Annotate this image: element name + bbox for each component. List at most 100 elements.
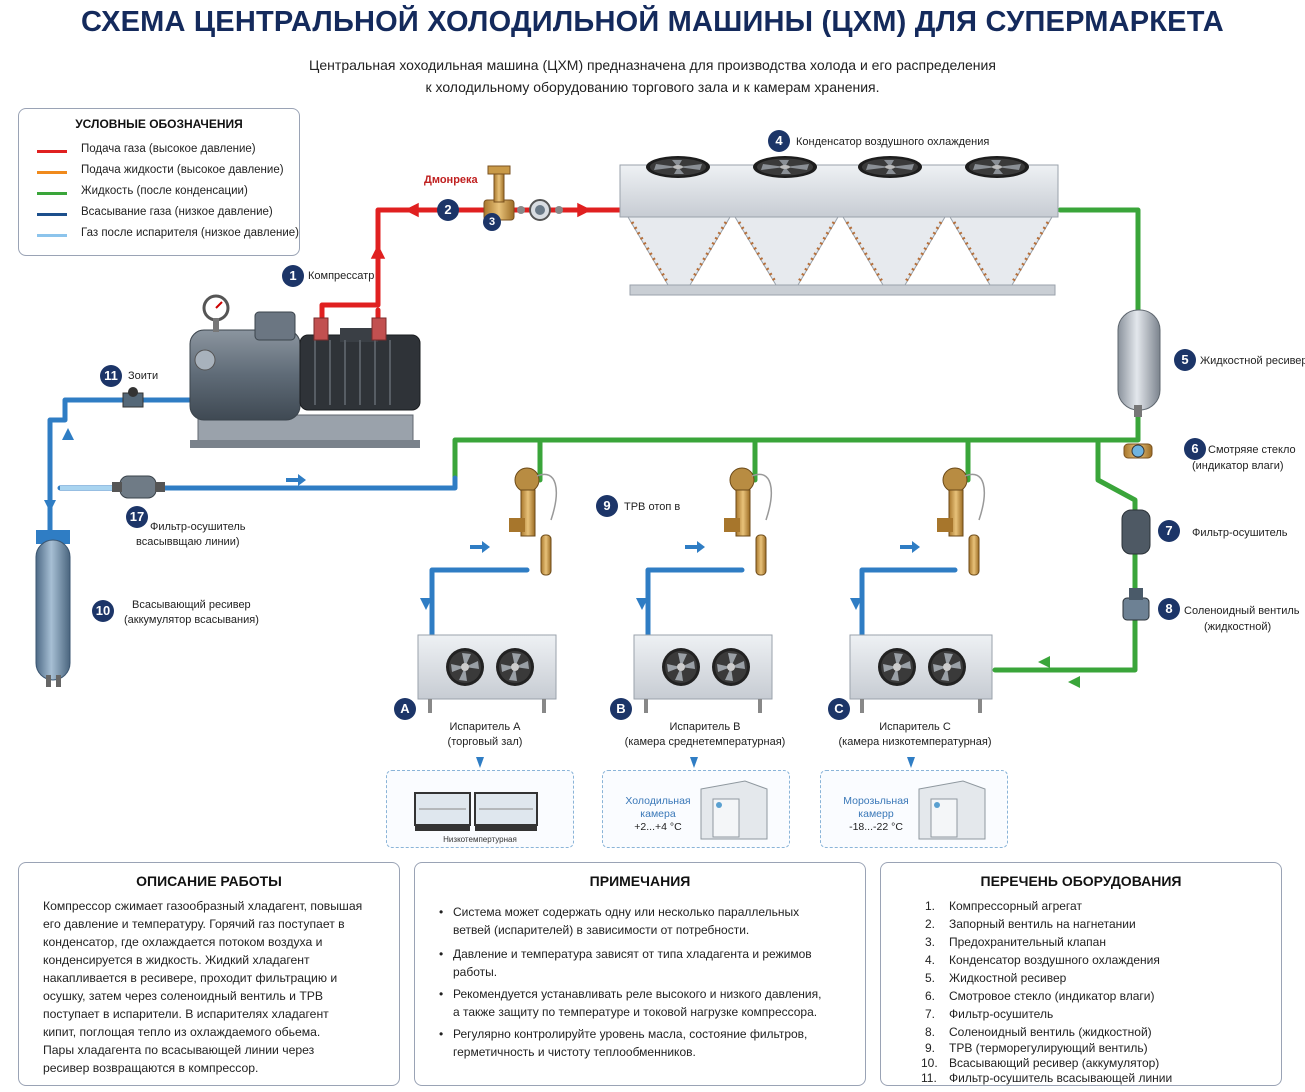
equipment-num: 8. — [925, 1025, 936, 1039]
callout-9-badge: 9 — [596, 495, 618, 517]
sales-floor-display: Низкотемпертурная — [386, 770, 574, 848]
description-line: поступает в испарители. В испарителях хл… — [43, 1007, 329, 1021]
subtitle-line-2: к холодильному оборудованию торгового за… — [425, 79, 880, 95]
cold-room-icon — [700, 780, 768, 840]
equipment-item: Смотровое стекло (индикатор влаги) — [949, 989, 1155, 1003]
equipment-num: 11. — [921, 1071, 937, 1085]
equipment-item: Фильтр-осушитель всасывающей линии — [949, 1071, 1173, 1085]
equipment-num: 5. — [925, 971, 936, 985]
suction-accumulator — [35, 530, 71, 687]
medium-temp-room: Холодильная камера +2...+4 °C — [602, 770, 790, 848]
note-bullet: • — [439, 1027, 444, 1041]
description-panel: ОПИСАНИЕ РАБОТЫ Компрессор сжимает газоо… — [18, 862, 400, 1086]
evaporator-b-sub: (камера среднетемпературная) — [624, 736, 786, 748]
suction-line — [47, 397, 958, 638]
legend-swatch — [37, 192, 67, 195]
equipment-num: 2. — [925, 917, 936, 931]
legend-swatch — [37, 150, 67, 153]
evaporator-b-name: Испаритель В — [669, 721, 741, 733]
evaporator-c-badge: C — [828, 698, 850, 720]
description-line: ресивер возвращаются в компрессор. — [43, 1061, 259, 1075]
green-arrows — [1038, 656, 1080, 688]
callout-10-label-2: (аккумулятор всасывания) — [124, 614, 259, 626]
equipment-num: 7. — [925, 1007, 936, 1021]
callout-11-badge: 11 — [100, 365, 122, 387]
display-case-label: Низкотемпертурная — [443, 835, 517, 844]
description-line: кипит, поглощая тепло из охлаждаемого об… — [43, 1025, 321, 1039]
sight-glass — [1123, 443, 1153, 459]
medium-room-line-3: +2...+4 °C — [634, 821, 682, 833]
description-line: Компрессор сжимает газообразный хладаген… — [43, 899, 363, 913]
note-bullet: • — [439, 947, 444, 961]
liquid-line — [452, 207, 1141, 673]
page-title: СХЕМА ЦЕНТРАЛЬНОЙ ХОЛОДИЛЬНОЙ МАШИНЫ (ЦХ… — [81, 6, 1224, 38]
note-line: Рекомендуется устанавливать реле высоког… — [453, 987, 822, 1001]
evaporator-b-label: Испаритель В (камера среднетемпературная… — [615, 720, 795, 750]
liquid-filter-drier — [1121, 509, 1151, 555]
callout-2-badge: 2 — [437, 199, 459, 221]
medium-room-label: Холодильная камера +2...+4 °C — [623, 795, 693, 834]
note-line: Система может содержать одну или несколь… — [453, 905, 800, 919]
note-item-4: • Регулярно контролируйте уровень масла,… — [439, 1025, 807, 1061]
description-line: накапливается в ресивере, проходит фильт… — [43, 971, 338, 985]
blue-arrows — [44, 428, 920, 768]
description-title: ОПИСАНИЕ РАБОТЫ — [136, 873, 282, 889]
callout-4-label: Конденсатор воздушного охлаждения — [796, 136, 990, 148]
callout-6-label-2: (индикатор влаги) — [1192, 460, 1284, 472]
txv-valve-a — [509, 467, 558, 576]
callout-8-label-1: Соленоидный вентиль — [1184, 605, 1300, 617]
medium-room-line-1: Холодильная — [625, 795, 691, 807]
equipment-num: 3. — [925, 935, 936, 949]
evaporator-c-sub: (камера низкотемпературная) — [838, 736, 992, 748]
display-case-icon — [414, 792, 538, 831]
evaporator-unit-c — [849, 634, 993, 713]
legend-swatch — [37, 213, 67, 216]
callout-11-label: Зоити — [128, 370, 159, 382]
equipment-num: 4. — [925, 953, 936, 967]
low-room-label: Морозьльная камерр -18...-22 °C — [841, 795, 911, 834]
description-line: Пары хладагента по всасывающей линии чер… — [43, 1043, 315, 1057]
callout-17-badge: 17 — [126, 506, 148, 528]
notes-title: ПРИМЕЧАНИЯ — [589, 873, 691, 889]
equipment-panel: ПЕРЕЧЕНЬ ОБОРУДОВАНИЯ 1. Компрессорный а… — [880, 862, 1282, 1086]
note-line: а также защиту по температуре и токовой … — [453, 1005, 818, 1019]
callout-8-label-2: (жидкостной) — [1204, 621, 1272, 633]
callout-6-badge: 6 — [1184, 438, 1206, 460]
callout-5-badge: 5 — [1174, 349, 1196, 371]
txv-valve-b — [724, 467, 773, 576]
equipment-num: 9. — [925, 1041, 936, 1055]
equipment-title: ПЕРЕЧЕНЬ ОБОРУДОВАНИЯ — [980, 873, 1182, 889]
low-room-line-1: Морозьльная — [843, 795, 909, 807]
evaporator-a-name: Испаритель А — [449, 721, 521, 733]
legend-title: УСЛОВНЫЕ ОБОЗНАЧЕНИЯ — [75, 117, 243, 131]
evaporator-a-badge: A — [394, 698, 416, 720]
note-bullet: • — [439, 905, 444, 919]
note-line: Регулярно контролируйте уровень масла, с… — [453, 1027, 808, 1041]
notes-panel: ПРИМЕЧАНИЯ • Система может содержать одн… — [414, 862, 866, 1086]
callout-2-label: Дмонрека — [424, 174, 478, 186]
callout-1-label: Компрессатр — [308, 270, 375, 282]
evaporator-a-sub: (торговый зал) — [447, 736, 523, 748]
legend-swatch — [37, 171, 67, 174]
equipment-item: Фильтр-осушитель — [949, 1007, 1054, 1021]
liquid-receiver — [1117, 309, 1161, 417]
page-subtitle: Центральная хоходильная машина (ЦХМ) пре… — [0, 54, 1305, 98]
equipment-item: Запорный вентиль на нагнетании — [949, 917, 1136, 931]
callout-9-label: TPB отоп в — [624, 501, 681, 513]
compressor-unit — [189, 294, 421, 448]
note-item-2: • Давление и температура зависят от типа… — [439, 945, 812, 981]
equipment-item: ТРВ (терморегулирующий вентиль) — [949, 1041, 1148, 1055]
evaporator-a-label: Испаритель А (торговый зал) — [420, 720, 550, 750]
freezer-room-icon — [918, 780, 986, 840]
txv-valve-c — [937, 467, 986, 576]
air-cooled-condenser — [619, 156, 1059, 296]
callout-8-badge: 8 — [1158, 598, 1180, 620]
low-room-line-2: камерр — [858, 808, 894, 820]
evaporator-b-badge: B — [610, 698, 632, 720]
callout-17-label-1: Фильтр-осушитель — [150, 521, 246, 533]
equipment-num: 10. — [921, 1056, 938, 1070]
red-arrows — [370, 202, 592, 259]
legend-panel: УСЛОВНЫЕ ОБОЗНАЧЕНИЯ Подача газа (высоко… — [18, 108, 300, 256]
callout-6-label-1: Смотряяе стекло — [1208, 444, 1296, 456]
callout-5-label: Жидкостной ресивер — [1200, 355, 1305, 367]
